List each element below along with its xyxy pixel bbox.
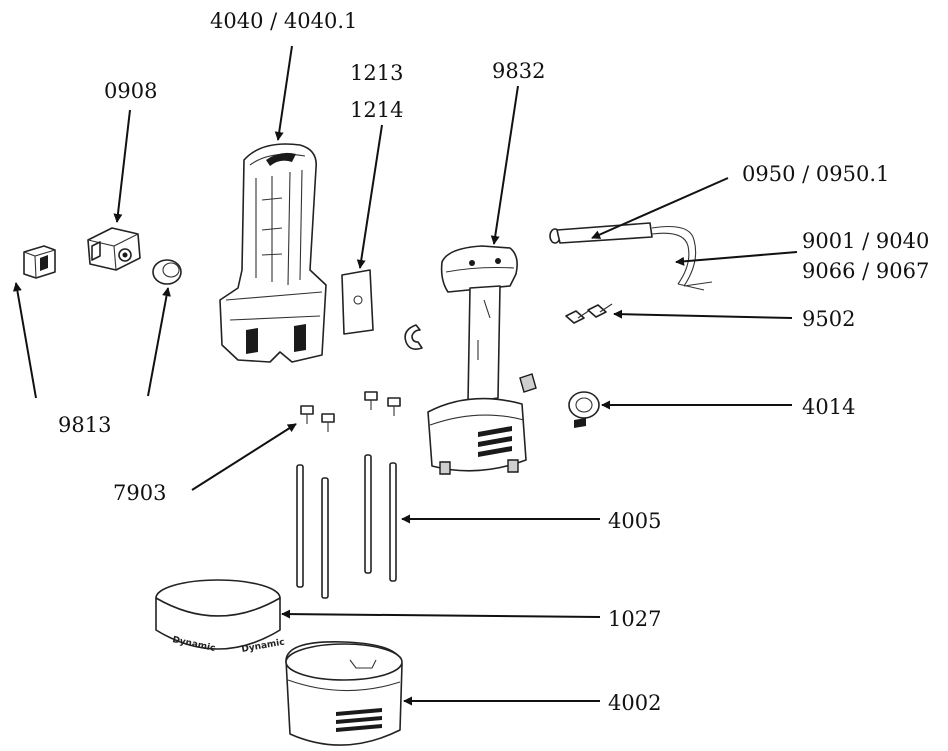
part-band-1027: Dynamic Dynamic xyxy=(155,579,285,655)
leader-9001 xyxy=(675,251,798,266)
label-9502: 9502 xyxy=(802,307,855,331)
leader-0908 xyxy=(113,109,131,223)
label-9001: 9001 / 9040 xyxy=(802,229,929,253)
leader-7903 xyxy=(191,423,297,491)
leader-1214 xyxy=(356,124,383,269)
part-motor-unit-9832 xyxy=(427,245,537,475)
label-7903: 7903 xyxy=(113,481,166,505)
leader-lines xyxy=(12,45,798,706)
part-cap-9813 xyxy=(152,259,182,285)
label-1213: 1213 xyxy=(350,61,403,85)
part-switch-0908 xyxy=(87,227,141,271)
label-1027: 1027 xyxy=(608,607,661,631)
label-0950: 0950 / 0950.1 xyxy=(742,162,889,186)
label-4040: 4040 / 4040.1 xyxy=(210,9,357,33)
leader-4040 xyxy=(274,45,293,141)
label-9813: 9813 xyxy=(58,413,111,437)
label-4005: 4005 xyxy=(608,509,661,533)
leader-1027 xyxy=(281,609,601,619)
label-4002: 4002 xyxy=(608,691,661,715)
leader-0950 xyxy=(591,177,729,239)
callout-labels: 4040 / 4040.1 0908 1213 1214 9832 0950 /… xyxy=(58,9,929,715)
label-9832: 9832 xyxy=(492,59,545,83)
part-cable-0950 xyxy=(549,222,713,291)
part-screws-7903 xyxy=(300,391,401,432)
label-0908: 0908 xyxy=(104,79,157,103)
part-c-clip xyxy=(404,324,423,350)
leader-9813-a xyxy=(12,282,37,399)
label-4014: 4014 xyxy=(802,395,855,419)
part-label-plate-1213 xyxy=(341,269,374,335)
part-ring-4014 xyxy=(568,391,600,428)
label-9066: 9066 / 9067 xyxy=(802,259,929,283)
leader-9502 xyxy=(613,309,793,319)
leader-9832 xyxy=(490,85,519,245)
part-rods-4005 xyxy=(296,454,397,599)
part-container-4002 xyxy=(285,641,403,746)
part-handle-housing-4040 xyxy=(219,143,327,363)
part-small-clip xyxy=(23,245,56,279)
label-1214: 1214 xyxy=(350,98,403,122)
leader-9813-b xyxy=(147,287,171,397)
part-screws-9502 xyxy=(565,303,613,324)
